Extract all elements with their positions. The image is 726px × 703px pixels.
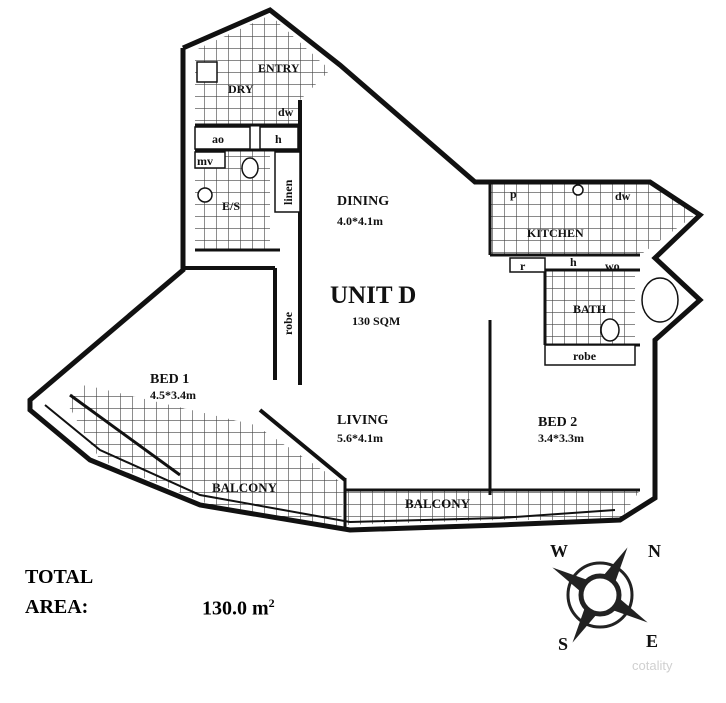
ao-cabinet [194, 126, 251, 150]
ens-label: E/S [222, 199, 240, 213]
dining-dims: 4.0*4.1m [337, 214, 383, 228]
entry-tiles [195, 15, 330, 125]
unit-area-note: 130 SQM [352, 314, 400, 328]
compass-e: E [646, 631, 658, 651]
kitchen-h-label: h [570, 255, 577, 269]
linen-cabinet [274, 151, 301, 213]
living-glass [258, 408, 347, 482]
balcony-right-tiles [345, 490, 640, 525]
total-area-number: 130.0 m [202, 597, 269, 620]
entry-label: ENTRY [258, 61, 300, 75]
compass-n: N [648, 541, 661, 561]
fixtures [194, 61, 679, 366]
kitchen-bench [509, 257, 546, 273]
compass-w: W [550, 541, 568, 561]
total-label-line1: TOTAL [25, 566, 94, 588]
outer-wall [27, 7, 704, 533]
compass-ring-outer [566, 561, 634, 629]
ao-label: ao [212, 132, 224, 146]
tiled-areas [65, 15, 695, 530]
toilet-icon [241, 157, 259, 179]
watermark: cotality [632, 658, 673, 673]
total-area-unit-sup: 2 [268, 596, 275, 610]
dishwasher-label: dw [615, 189, 631, 203]
bath-tiles [545, 270, 635, 345]
dry-box [196, 61, 218, 83]
robe-bed2 [544, 344, 636, 366]
bed2-dims: 3.4*3.3m [538, 431, 584, 445]
balcony-left-tiles [65, 385, 345, 530]
mv-label: mv [197, 154, 213, 168]
unit-title: UNIT D [330, 282, 416, 309]
h-label: h [275, 132, 282, 146]
dw-small-label: dw [278, 105, 294, 119]
compass-rose: N E S W [550, 541, 661, 654]
bed2-label: BED 2 [538, 415, 577, 430]
dining-label: DINING [337, 194, 389, 209]
kitchen-label: KITCHEN [527, 226, 584, 240]
robe-bed2-label: robe [573, 349, 597, 363]
kitchen-wo-label: wo [605, 259, 620, 273]
pantry-label: p [510, 187, 517, 201]
kitchen-tiles [490, 180, 695, 255]
living-dims: 5.6*4.1m [337, 431, 383, 445]
total-label-line2: AREA: [25, 596, 89, 618]
sink-icon [197, 187, 213, 203]
linen-label: linen [281, 179, 295, 205]
bed1-label: BED 1 [150, 372, 189, 387]
balcony-right-label: BALCONY [405, 496, 471, 511]
balcony-curve-inner [44, 404, 616, 524]
balcony-left-label: BALCONY [212, 480, 278, 495]
mv-cabinet [194, 151, 226, 169]
bed1-dims: 4.5*3.4m [150, 388, 196, 402]
cooktop-icon [572, 184, 584, 196]
total-area-value: 130.0 m2 [202, 596, 275, 621]
compass-s: S [558, 634, 568, 654]
balcony-divider-left [69, 393, 181, 477]
robe-bed1-label: robe [281, 311, 295, 335]
dry-label: DRY [228, 82, 254, 96]
kitchen-r-label: r [520, 259, 526, 273]
room-labels: ENTRY DRY ao h dw mv E/S linen robe DINI… [150, 61, 631, 511]
living-label: LIVING [337, 413, 388, 428]
bath-label: BATH [573, 302, 607, 316]
h-cabinet [259, 126, 299, 150]
bath-tub-icon [641, 277, 679, 323]
bath-toilet-icon [600, 318, 620, 342]
compass-ring-inner [578, 573, 622, 617]
